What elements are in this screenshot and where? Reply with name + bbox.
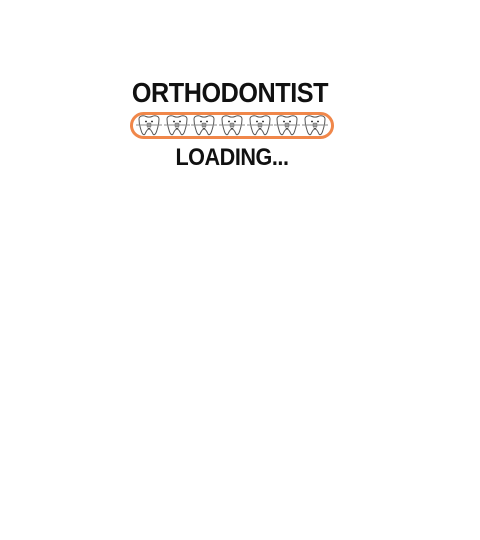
graphic-title: ORTHODONTIST	[131, 77, 329, 108]
loading-status-text: LOADING...	[175, 144, 289, 171]
progress-fill-teeth	[136, 115, 328, 136]
loading-progress-bar	[130, 112, 334, 139]
tooth-with-braces-icon	[136, 115, 162, 136]
tooth-with-braces-icon	[301, 115, 328, 136]
tooth-with-braces-icon	[218, 115, 245, 136]
tooth-with-braces-icon	[274, 115, 301, 136]
tooth-with-braces-icon	[163, 115, 190, 136]
tooth-with-braces-icon	[191, 115, 218, 136]
tooth-with-braces-icon	[246, 115, 273, 136]
